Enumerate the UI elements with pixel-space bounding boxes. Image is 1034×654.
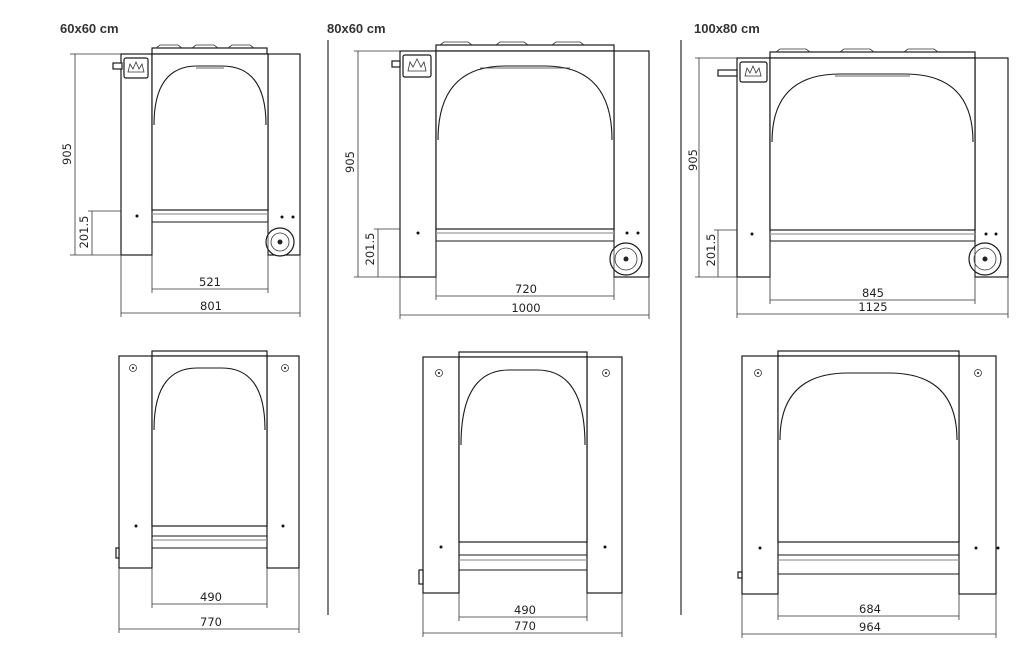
burner-logo-icon bbox=[739, 61, 768, 83]
oven-body bbox=[151, 53, 269, 211]
leg-height-label: 201.5 bbox=[77, 216, 91, 249]
height-label: 905 bbox=[60, 143, 74, 165]
model-title: 100x80 cm bbox=[694, 21, 760, 36]
right-leg bbox=[586, 356, 623, 594]
side-view: 490 770 bbox=[418, 351, 623, 637]
total-width-dimension: 770 bbox=[118, 568, 300, 633]
wheel-icon bbox=[265, 227, 295, 257]
height-dimension: 905 bbox=[60, 53, 121, 256]
inner-width-label: 845 bbox=[862, 286, 884, 300]
oven-top bbox=[769, 51, 976, 59]
height-dimension: 905 bbox=[343, 50, 400, 278]
oven-dome bbox=[771, 73, 974, 143]
leg-height-dimension: 201.5 bbox=[77, 210, 121, 255]
leg-height-dimension: 201.5 bbox=[363, 228, 400, 277]
front-view: 905 201.5 521 801 bbox=[60, 44, 301, 317]
bolt-icon bbox=[974, 369, 982, 377]
front-view: 905 201.5 720 1000 bbox=[343, 41, 650, 319]
top-vents bbox=[155, 44, 255, 49]
right-leg bbox=[958, 355, 997, 595]
leg-height-label: 201.5 bbox=[704, 234, 718, 267]
model-100x80: 100x80 cm bbox=[686, 21, 1009, 638]
oven-top bbox=[151, 350, 268, 357]
oven-body bbox=[435, 50, 615, 230]
oven-body bbox=[769, 57, 976, 231]
left-leg bbox=[120, 53, 153, 256]
total-width-label: 770 bbox=[514, 619, 536, 633]
inner-width-dimension: 490 bbox=[458, 593, 588, 621]
inner-width-dimension: 845 bbox=[769, 241, 976, 304]
top-vents bbox=[775, 48, 939, 53]
oven-body bbox=[777, 355, 960, 543]
top-vents bbox=[439, 41, 585, 46]
side-view: 490 770 bbox=[115, 350, 300, 633]
bolt-icon bbox=[602, 369, 610, 377]
height-label: 905 bbox=[343, 151, 357, 173]
inner-width-label: 490 bbox=[514, 603, 536, 617]
gas-valve-icon bbox=[112, 62, 123, 70]
inner-width-dimension: 490 bbox=[151, 568, 268, 608]
left-leg bbox=[118, 355, 153, 569]
oven-dome bbox=[437, 65, 613, 141]
inner-width-label: 490 bbox=[200, 590, 222, 604]
oven-body bbox=[458, 356, 588, 543]
leg-height-label: 201.5 bbox=[363, 233, 377, 266]
gas-valve-icon bbox=[391, 60, 401, 68]
burner-logo-icon bbox=[402, 54, 432, 78]
right-leg bbox=[974, 57, 1009, 278]
gas-valve-icon bbox=[717, 69, 738, 77]
inner-width-dimension: 521 bbox=[151, 222, 269, 293]
oven-dome bbox=[779, 372, 958, 441]
bolt-icon bbox=[281, 364, 289, 372]
height-dimension: 905 bbox=[686, 57, 737, 278]
left-leg bbox=[741, 355, 779, 595]
wheel-icon bbox=[609, 242, 643, 276]
bolt-icon bbox=[435, 369, 443, 377]
left-leg bbox=[399, 50, 437, 278]
inner-width-dimension: 720 bbox=[435, 241, 615, 300]
left-leg bbox=[736, 57, 771, 278]
bolt-icon bbox=[129, 364, 137, 372]
total-width-dimension: 1000 bbox=[399, 277, 650, 319]
oven-body bbox=[151, 355, 268, 527]
total-width-dimension: 1125 bbox=[736, 277, 1009, 318]
oven-top bbox=[435, 44, 615, 52]
oven-top bbox=[458, 351, 588, 358]
right-leg bbox=[613, 50, 650, 278]
oven-top bbox=[777, 350, 960, 357]
total-width-dimension: 801 bbox=[120, 255, 301, 317]
total-width-dimension: 964 bbox=[741, 594, 997, 638]
total-width-label: 1125 bbox=[858, 300, 887, 314]
bolt-icon bbox=[754, 369, 762, 377]
total-width-dimension: 770 bbox=[422, 593, 623, 637]
leg-height-dimension: 201.5 bbox=[704, 229, 737, 277]
total-width-label: 964 bbox=[859, 620, 881, 634]
right-leg bbox=[266, 355, 300, 569]
side-view: 684 964 bbox=[737, 350, 1000, 638]
front-view: 905 201.5 845 1125 bbox=[686, 48, 1009, 318]
right-leg bbox=[267, 53, 301, 256]
wheel-icon bbox=[968, 242, 1002, 276]
inner-width-label: 720 bbox=[515, 282, 537, 296]
model-title: 60x60 cm bbox=[60, 21, 119, 36]
total-width-label: 801 bbox=[200, 299, 222, 313]
burner-logo-icon bbox=[123, 57, 149, 79]
oven-dome bbox=[153, 367, 266, 431]
left-leg bbox=[422, 356, 460, 594]
model-60x60: 60x60 cm bbox=[60, 21, 301, 633]
model-80x60: 80x60 cm bbox=[327, 21, 650, 637]
oven-dome bbox=[460, 369, 586, 446]
inner-width-label: 684 bbox=[859, 602, 881, 616]
model-title: 80x60 cm bbox=[327, 21, 386, 36]
inner-width-label: 521 bbox=[199, 275, 221, 289]
total-width-label: 770 bbox=[200, 615, 222, 629]
oven-dome bbox=[153, 65, 267, 126]
total-width-label: 1000 bbox=[511, 301, 540, 315]
oven-top bbox=[151, 47, 268, 55]
inner-width-dimension: 684 bbox=[777, 594, 960, 620]
height-label: 905 bbox=[686, 149, 700, 171]
